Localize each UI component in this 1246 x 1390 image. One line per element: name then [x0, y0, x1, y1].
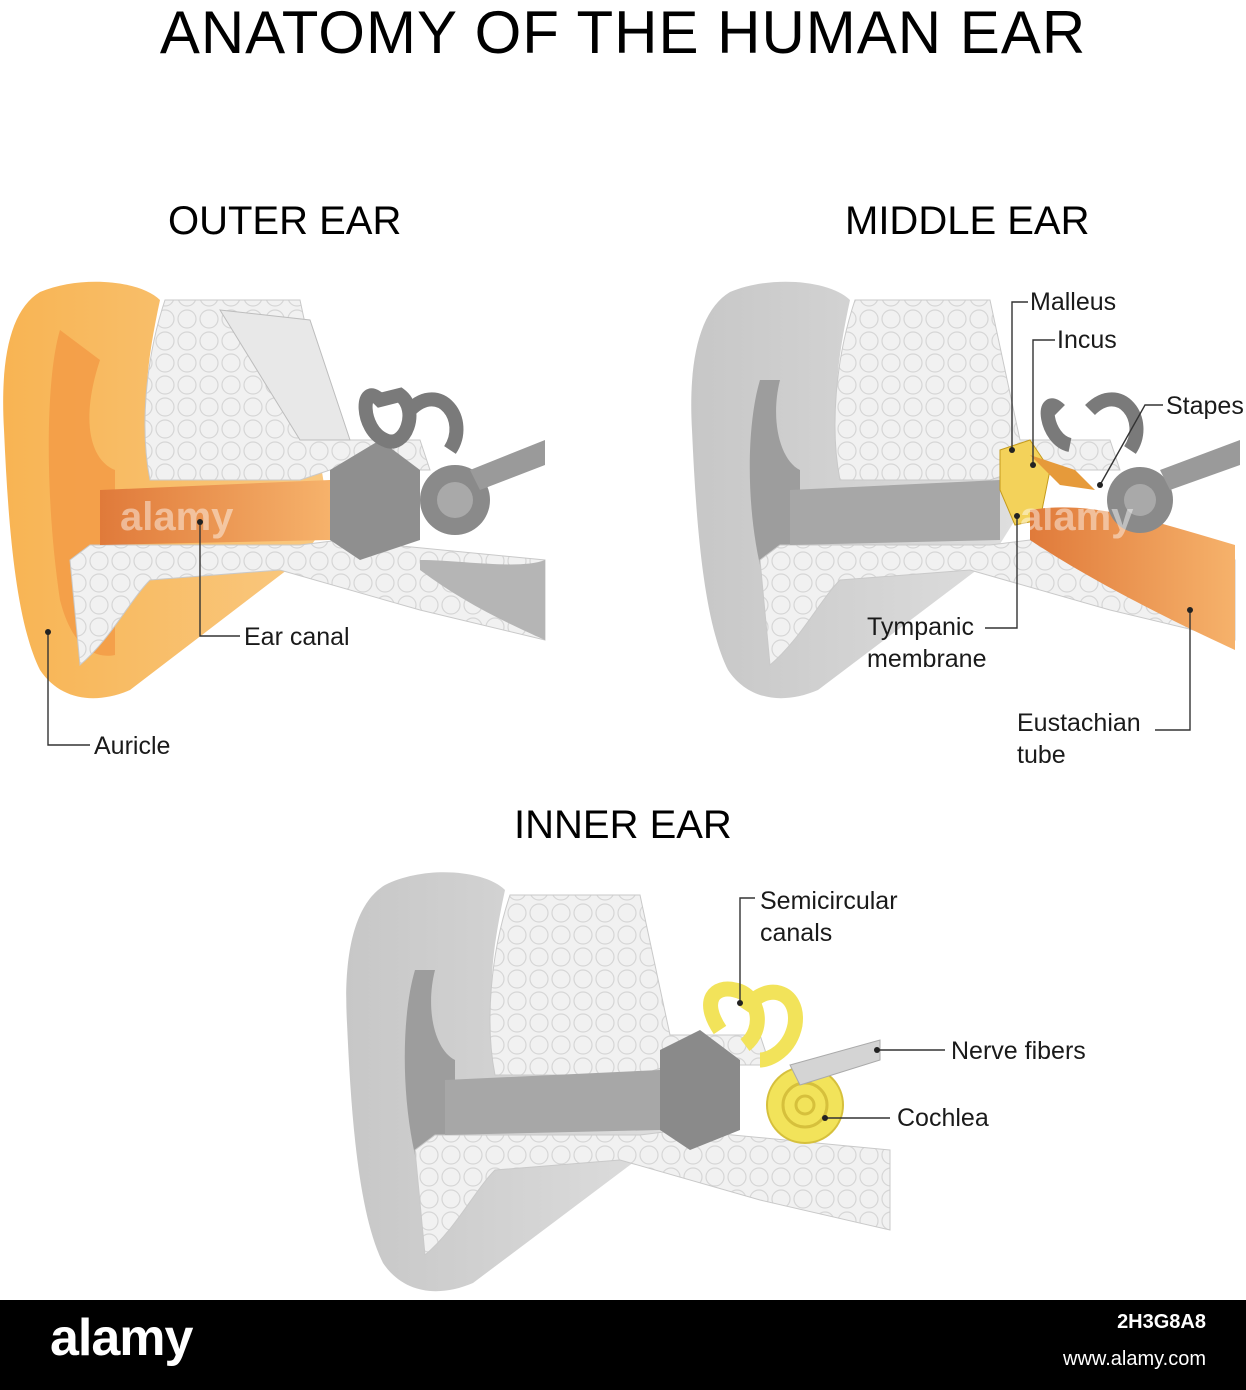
label-malleus: Malleus: [1030, 288, 1117, 316]
watermark-overlay-middle: alamy: [1020, 495, 1134, 539]
outer-ear-heading: OUTER EAR: [168, 199, 402, 243]
watermark-url: www.alamy.com: [1063, 1348, 1206, 1370]
label-stapes: Stapes: [1166, 392, 1244, 420]
diagram-title: ANATOMY OF THE HUMAN EAR: [159, 0, 1087, 66]
label-semicircular-line2: canals: [760, 919, 833, 947]
inner-ear-heading: INNER EAR: [514, 803, 732, 847]
middle-ear-illustration: [691, 281, 1240, 699]
label-semicircular-line1: Semicircular: [760, 887, 898, 915]
label-eustachian-line1: Eustachian: [1017, 709, 1141, 737]
ear-illustrations: alamy alamy: [3, 281, 1240, 1292]
label-ear-canal: Ear canal: [244, 623, 350, 651]
watermark-image-id: 2H3G8A8: [1117, 1311, 1206, 1333]
label-nerve-fibers: Nerve fibers: [951, 1037, 1086, 1065]
inner-ear-leaders: [739, 897, 945, 1119]
middle-ear-heading: MIDDLE EAR: [845, 199, 1090, 243]
label-auricle: Auricle: [94, 732, 171, 760]
watermark-footer: [0, 1300, 1246, 1390]
outer-ear-leaders: [47, 522, 240, 746]
eustachian-tube-shape: [1030, 507, 1235, 650]
outer-ear-illustration: [3, 281, 546, 699]
semicircular-canals-shape: [703, 981, 765, 1051]
outer-ear-canal: [100, 480, 330, 545]
label-tympanic-line2: membrane: [867, 645, 987, 673]
watermark-logo: alamy: [50, 1309, 193, 1367]
label-incus: Incus: [1057, 326, 1117, 354]
label-eustachian-line2: tube: [1017, 741, 1066, 769]
nerve-fibers-shape: [789, 1039, 881, 1086]
watermark-overlay-outer: alamy: [120, 495, 234, 539]
inner-ear-illustration: [346, 872, 891, 1292]
label-tympanic-line1: Tympanic: [867, 613, 974, 641]
middle-ear-leaders: [985, 301, 1191, 731]
label-cochlea: Cochlea: [897, 1104, 989, 1132]
